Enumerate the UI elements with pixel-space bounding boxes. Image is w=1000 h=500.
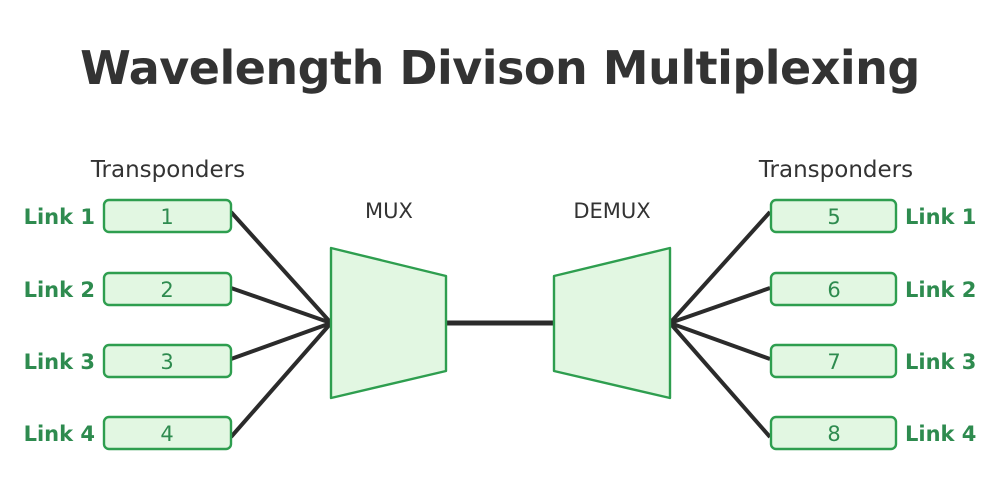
left-link-label-2: Link 2 [24,278,95,302]
left-channel-row: Link 1 1 [24,198,233,234]
right-channel-row: 6 Link 2 [769,271,976,307]
right-transponder-box-8[interactable] [769,415,898,451]
link-line-demux-rx6 [669,286,771,325]
right-link-label-4: Link 4 [905,422,976,446]
right-channel-row: 7 Link 3 [769,343,976,379]
left-transponder-box-4[interactable] [102,415,233,451]
right-channel-row: 5 Link 1 [769,198,976,234]
left-transponders-heading: Transponders [90,157,245,183]
mux-label: MUX [365,199,413,223]
left-link-label-1: Link 1 [24,205,95,229]
left-channel-row: Link 2 2 [24,271,233,307]
right-transponder-number-6: 6 [827,278,840,302]
left-channel-row: Link 3 3 [24,343,233,379]
mux-shape[interactable] [329,246,448,400]
right-transponder-number-8: 8 [827,422,840,446]
link-line-tx3-mux [230,321,332,361]
link-line-demux-rx7 [669,321,771,361]
demux-label: DEMUX [573,199,650,223]
demux-shape[interactable] [552,246,672,400]
right-transponder-number-5: 5 [827,205,840,229]
right-transponder-box-6[interactable] [769,271,898,307]
link-line-demux-rx8 [668,321,772,439]
link-line-tx1-mux [229,210,333,325]
left-transponder-number-4: 4 [160,422,173,446]
right-link-label-1: Link 1 [905,205,976,229]
right-link-label-3: Link 3 [905,350,976,374]
left-transponder-number-2: 2 [160,278,173,302]
right-channel-row: 8 Link 4 [769,415,976,451]
right-link-label-2: Link 2 [905,278,976,302]
left-transponder-number-3: 3 [160,350,173,374]
left-transponder-number-1: 1 [160,205,173,229]
right-transponder-box-7[interactable] [769,343,898,379]
right-transponder-number-7: 7 [827,350,840,374]
link-line-demux-rx5 [668,210,772,325]
link-line-tx4-mux [229,321,333,439]
right-transponder-box-5[interactable] [769,198,898,234]
left-link-label-3: Link 3 [24,350,95,374]
right-transponders-heading: Transponders [758,157,913,183]
left-transponder-box-1[interactable] [102,198,233,234]
left-channel-row: Link 4 4 [24,415,233,451]
left-transponder-box-3[interactable] [102,343,233,379]
left-transponder-box-2[interactable] [102,271,233,307]
page-title: Wavelength Divison Multiplexing [80,41,920,95]
left-link-label-4: Link 4 [24,422,95,446]
link-line-tx2-mux [230,286,332,325]
